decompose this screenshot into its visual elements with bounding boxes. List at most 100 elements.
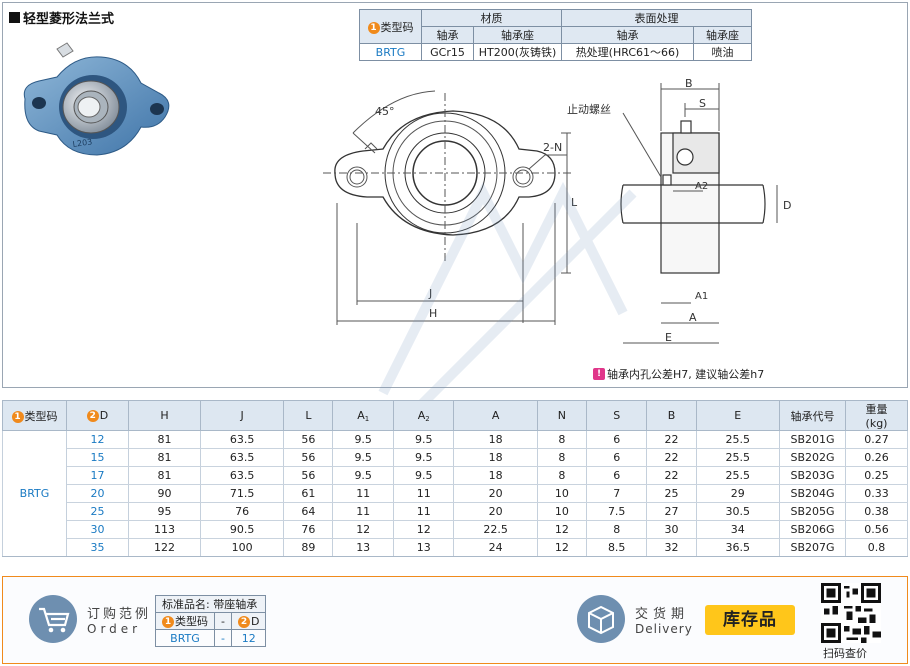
cell-e: 25.5 [695,466,781,485]
cell-weight: 0.26 [845,448,908,467]
cell-b: 22 [646,448,697,467]
cell-a: 20 [453,484,538,503]
cell-h: 90 [128,484,201,503]
cell-a2: 9.5 [392,466,455,485]
order-label: 订购范例 [87,607,152,622]
cell-l: 56 [283,430,334,449]
order-d-value: 12 [230,629,267,647]
cell-a: 18 [453,430,538,449]
dim-e-label: E [665,331,672,344]
tolerance-note-text: 轴承内孔公差H7, 建议轴公差h7 [607,368,765,381]
dim-a2-label: A2 [695,181,708,192]
spec-bearing-surface: 热处理(HRC61～66) [561,43,694,61]
cell-b: 22 [646,466,697,485]
cell-b: 32 [646,538,697,557]
cell-code: SB203G [779,466,846,485]
cell-e: 30.5 [695,502,781,521]
cell-h: 95 [128,502,201,521]
cell-a2: 11 [392,484,455,503]
cell-a: 22.5 [453,520,538,539]
cell-code: SB205G [779,502,846,521]
dim-d-label: D [783,199,791,212]
cell-n: 8 [536,466,587,485]
col-a: A [453,400,538,431]
page-title-text: 轻型菱形法兰式 [23,12,115,27]
qr-code-icon[interactable] [821,583,881,643]
cell-weight: 0.25 [845,466,908,485]
col-n: N [536,400,587,431]
col-j: J [199,400,285,431]
cell-h: 81 [128,466,201,485]
cell-weight: 0.8 [845,538,908,557]
cell-weight: 0.27 [845,430,908,449]
cell-a1: 9.5 [332,448,394,467]
cell-code: SB206G [779,520,846,539]
delivery-label-en: Delivery [635,622,693,636]
spec-seat-material: HT200(灰铸铁) [473,43,562,61]
cell-l: 56 [283,466,334,485]
order-code-value: BRTG [155,629,215,647]
col-l: L [283,400,334,431]
svg-text:L203: L203 [72,137,93,149]
cell-s: 7 [585,484,648,503]
spec-bearing-material: GCr15 [421,43,474,61]
col-bearing-code: 轴承代号 [779,400,846,431]
cell-s: 7.5 [585,502,648,521]
angle-label: 45° [375,105,395,118]
cell-j: 63.5 [199,448,285,467]
cell-b: 27 [646,502,697,521]
cell-j: 90.5 [199,520,285,539]
cell-j: 63.5 [199,430,285,449]
package-icon [577,595,625,643]
dim-s-label: S [699,97,706,110]
cell-a1: 9.5 [332,466,394,485]
page-title: 轻型菱形法兰式 [9,8,114,27]
cell-s: 6 [585,466,648,485]
col-e: E [695,400,781,431]
cell-n: 12 [536,538,587,557]
order-label-en: Order [87,622,142,636]
cart-icon [29,595,77,643]
col-a1: A1 [332,400,394,431]
row-model-code: BRTG [2,430,67,557]
cell-weight: 0.33 [845,484,908,503]
cell-weight: 0.56 [845,520,908,539]
number-one-icon: 1 [11,410,24,423]
cell-s: 6 [585,448,648,467]
cell-a2: 9.5 [392,448,455,467]
cell-code: SB207G [779,538,846,557]
cell-e: 29 [695,484,781,503]
number-one-icon: 1 [162,616,174,628]
col-b: B [646,400,697,431]
cell-j: 63.5 [199,466,285,485]
dim-l-label: L [571,196,578,209]
cell-b: 30 [646,520,697,539]
cell-l: 89 [283,538,334,557]
cell-e: 36.5 [695,538,781,557]
spec-seat-surface: 喷油 [693,43,752,61]
cell-d: 17 [66,466,129,485]
spec-sub-bearing2: 轴承 [561,26,694,44]
warning-icon: ! [593,368,605,380]
dim-a-label: A [689,311,697,324]
cell-d: 15 [66,448,129,467]
cell-n: 12 [536,520,587,539]
cell-l: 76 [283,520,334,539]
col-h: H [128,400,201,431]
cell-a1: 13 [332,538,394,557]
cell-l: 56 [283,448,334,467]
number-two-icon: 2 [237,615,250,628]
cell-a1: 9.5 [332,430,394,449]
dim-b-label: B [685,77,693,90]
